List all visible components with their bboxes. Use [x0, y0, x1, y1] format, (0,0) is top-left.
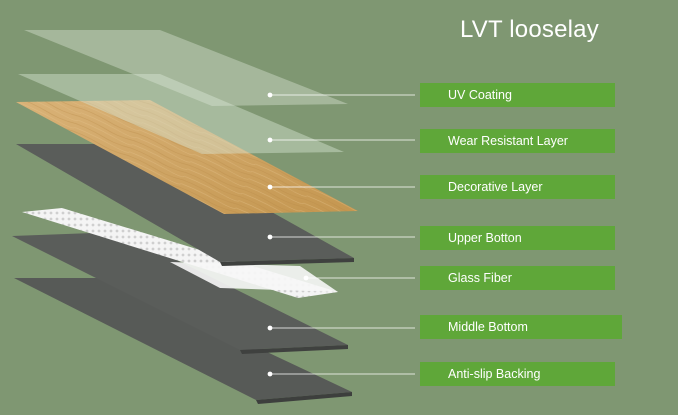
label-upper-botton: Upper Botton [420, 226, 615, 250]
label-anti-slip-backing: Anti-slip Backing [420, 362, 615, 386]
leader-dots [267, 92, 309, 377]
diagram-title: LVT looselay [460, 16, 599, 43]
label-uv-coating: UV Coating [420, 83, 615, 107]
wear-resistant-layer [18, 74, 344, 154]
anti-slip-backing-edge [256, 392, 352, 404]
middle-bottom-layer [12, 232, 348, 350]
uv-coating-layer [24, 30, 348, 106]
dot-decorative [267, 184, 273, 190]
decorative-grain [16, 100, 358, 214]
glass-fiber-highlight [170, 262, 338, 292]
anti-slip-backing-layer [14, 278, 352, 400]
label-wear-resistant-layer: Wear Resistant Layer [420, 129, 615, 153]
dot-wear-resistant [267, 137, 273, 143]
label-decorative-layer: Decorative Layer [420, 175, 615, 199]
dot-glass-fiber [303, 275, 309, 281]
dot-uv-coating [267, 92, 273, 98]
leader-lines [270, 94, 415, 375]
label-glass-fiber: Glass Fiber [420, 266, 615, 290]
middle-bottom-edge [240, 345, 348, 354]
upper-bottom-layer [16, 144, 354, 262]
dot-anti-slip [267, 371, 273, 377]
label-middle-bottom: Middle Bottom [420, 315, 622, 339]
dot-middle-bottom [267, 325, 273, 331]
dot-upper-botton [267, 234, 273, 240]
upper-bottom-edge [220, 258, 354, 266]
